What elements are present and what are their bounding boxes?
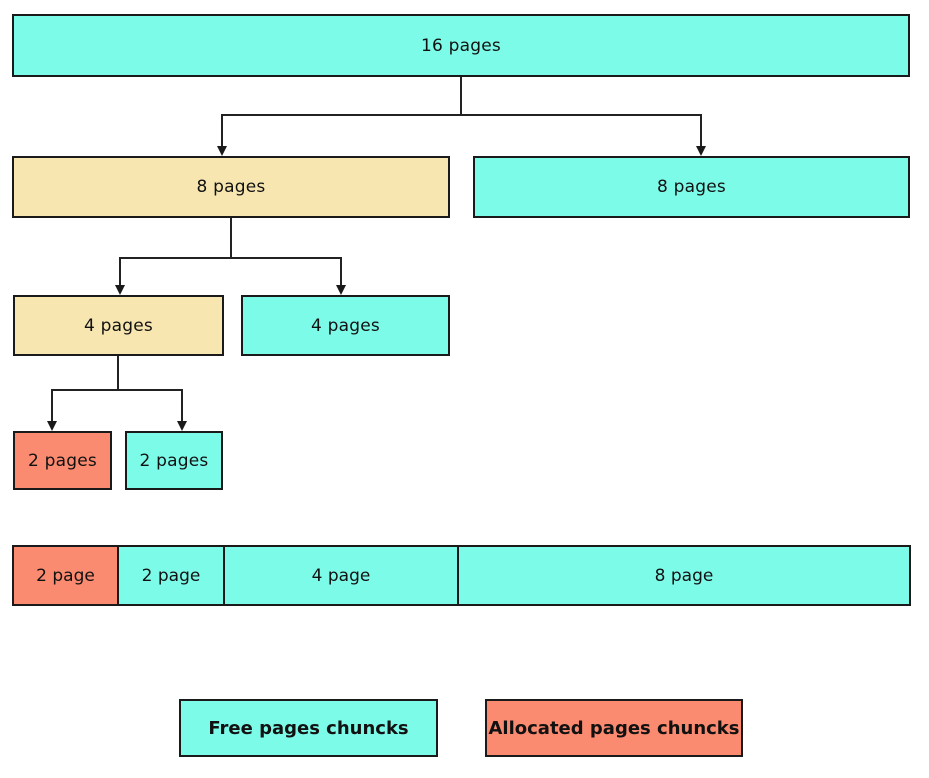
legend-free-pages: Free pages chuncks <box>179 699 438 757</box>
arrow-down-icon <box>176 421 187 431</box>
connector-stem <box>230 218 232 257</box>
node-2-pages-left: 2 pages <box>13 431 112 490</box>
connector-stem <box>460 77 462 115</box>
node-4-pages-left: 4 pages <box>13 295 224 356</box>
connector-drop <box>119 257 121 285</box>
node-16-pages: 16 pages <box>12 14 910 77</box>
connector-rail <box>119 257 341 259</box>
legend-allocated-pages: Allocated pages chuncks <box>485 699 743 757</box>
node-8-pages-left: 8 pages <box>12 156 450 218</box>
arrow-down-icon <box>46 421 57 431</box>
node-8-pages-right: 8 pages <box>473 156 910 218</box>
connector-drop <box>181 389 183 421</box>
connector-drop <box>221 114 223 147</box>
arrow-down-icon <box>695 146 706 156</box>
connector-drop <box>700 114 702 147</box>
connector-drop <box>51 389 53 421</box>
node-2-pages-right: 2 pages <box>125 431 223 490</box>
arrow-down-icon <box>216 146 227 156</box>
connector-stem <box>117 356 119 389</box>
arrow-down-icon <box>335 285 346 295</box>
strip-segment-2-page-allocated: 2 page <box>14 547 119 604</box>
strip-segment-8-page-free: 8 page <box>459 547 909 604</box>
node-4-pages-right: 4 pages <box>241 295 450 356</box>
strip-segment-4-page-free: 4 page <box>225 547 459 604</box>
arrow-down-icon <box>114 285 125 295</box>
memory-strip: 2 page 2 page 4 page 8 page <box>12 545 911 606</box>
connector-rail <box>221 114 701 116</box>
connector-drop <box>340 257 342 285</box>
strip-segment-2-page-free: 2 page <box>119 547 225 604</box>
connector-rail <box>51 389 182 391</box>
